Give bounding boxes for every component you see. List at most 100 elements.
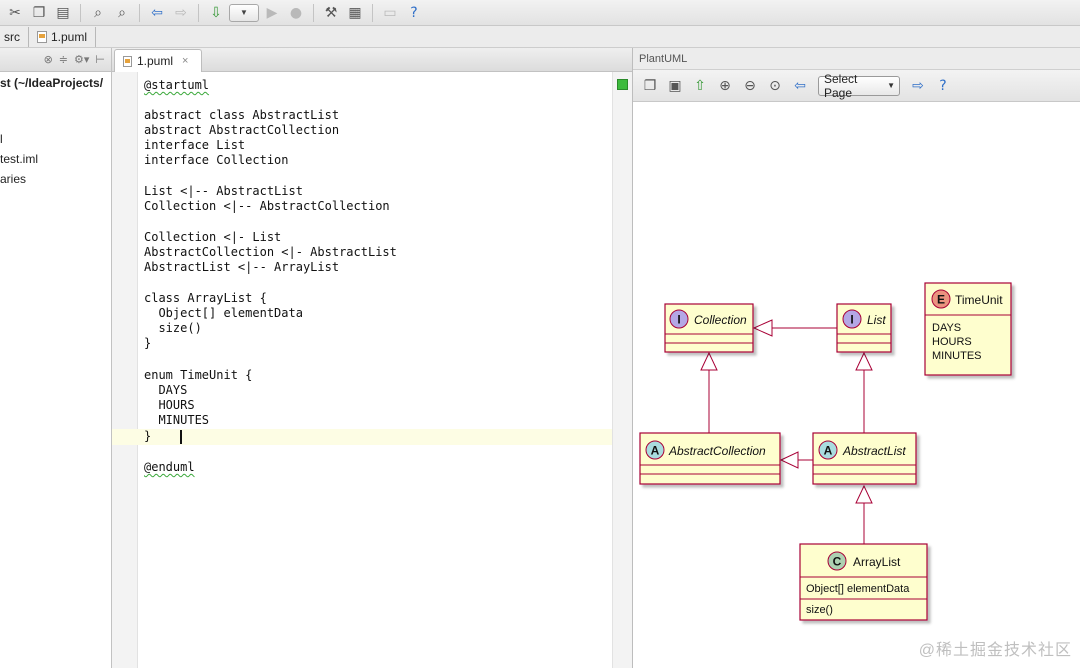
tree-item[interactable]: l (0, 132, 3, 146)
build-icon[interactable]: ⇩ (210, 4, 222, 21)
code-editor[interactable] (138, 72, 612, 668)
project-panel-header: ⊗ ≑ ⚙▾ ⊢ (0, 48, 111, 72)
run-config-combo[interactable]: ▼ (229, 3, 259, 22)
copy-image-icon[interactable]: ❐ (643, 77, 657, 94)
uml-class-arraylist[interactable]: C ArrayList Object[] elementData size() (799, 543, 928, 621)
relation-abstractcollection-collection (700, 351, 718, 433)
code-line: @enduml (144, 460, 195, 474)
toolbar-separator (313, 3, 314, 22)
breadcrumb-item-file[interactable]: 1.puml (33, 26, 97, 47)
plantuml-toolbar: ❐ ▣ ⇧ ⊕ ⊖ ⊙ ⇦ Select Page ▼ ⇨ ? (633, 70, 1080, 102)
code-line: abstract AbstractCollection (144, 123, 340, 137)
text-caret (180, 430, 182, 444)
code-line: size() (144, 321, 202, 335)
enum-value: DAYS (932, 322, 961, 334)
copy-icon[interactable]: ❐ (32, 4, 46, 21)
class-name: Collection (694, 313, 747, 327)
class-field: Object[] elementData (806, 583, 910, 595)
class-name: AbstractCollection (668, 444, 766, 458)
class-name: AbstractList (842, 444, 906, 458)
abstract-badge-icon (645, 440, 665, 460)
badge-letter: I (850, 313, 853, 327)
forward-icon[interactable]: ⇨ (175, 4, 187, 21)
breadcrumb-item-src[interactable]: src (0, 26, 29, 47)
current-line-highlight (112, 429, 612, 445)
paste-icon[interactable]: ▤ (56, 4, 70, 21)
class-badge-icon (827, 551, 847, 571)
interface-badge-icon (669, 309, 689, 329)
collapse-all-icon[interactable]: ≑ (58, 53, 69, 66)
uml-enum-timeunit[interactable]: E TimeUnit DAYS HOURS MINUTES (924, 282, 1012, 376)
select-page-dropdown[interactable]: Select Page ▼ (818, 72, 900, 100)
uml-abstract-abstractcollection[interactable]: A AbstractCollection (639, 432, 781, 485)
find-icon[interactable]: ⌕ (94, 4, 102, 21)
code-line: class ArrayList { (144, 291, 267, 305)
export-icon[interactable]: ⇧ (694, 77, 706, 94)
zoom-actual-icon[interactable]: ⊙ (769, 77, 781, 94)
code-line: interface List (144, 138, 246, 152)
help-icon[interactable]: ? (410, 4, 418, 21)
enum-badge-icon (931, 289, 951, 309)
class-name: List (867, 313, 886, 327)
class-name: ArrayList (853, 555, 901, 569)
save-icon[interactable]: ▣ (668, 77, 682, 94)
plantuml-panel-title: PlantUML (633, 48, 1080, 70)
close-tab-icon[interactable]: × (182, 55, 189, 67)
toolbar-separator (139, 3, 140, 22)
chevron-down-icon: ▼ (887, 81, 895, 90)
help-icon[interactable]: ? (939, 77, 947, 94)
class-name: TimeUnit (955, 293, 1003, 307)
badge-letter: E (937, 293, 945, 307)
uml-class-diagram: I Collection I List E TimeUnit DAYS HOUR… (639, 282, 1012, 621)
code-line: } (144, 336, 152, 350)
badge-letter: I (677, 313, 680, 327)
run-icon[interactable]: ▶ (266, 4, 278, 21)
enum-value: HOURS (932, 336, 972, 348)
tree-item-libraries[interactable]: aries (0, 172, 27, 186)
code-line: HOURS (144, 398, 195, 412)
watermark: @稀土掘金技术社区 (918, 642, 1072, 659)
abstract-badge-icon (818, 440, 838, 460)
code-line: AbstractList <|-- ArrayList (144, 260, 340, 274)
code-line: List <|-- AbstractList (144, 184, 303, 198)
relation-arraylist-abstractlist (855, 484, 873, 544)
replace-icon[interactable]: ⌕ (118, 4, 126, 21)
code-line: } (144, 429, 152, 443)
cut-icon[interactable]: ✂ (9, 4, 21, 21)
uml-interface-collection[interactable]: I Collection (664, 303, 754, 353)
puml-file-icon (123, 55, 132, 67)
status-ok-icon[interactable] (617, 79, 628, 90)
zoom-in-icon[interactable]: ⊕ (719, 77, 731, 94)
toolbar-separator (372, 3, 373, 22)
code-line: Object[] elementData (144, 306, 303, 320)
editor-gutter (112, 72, 138, 668)
tree-item-project[interactable]: st (~/IdeaProjects/ (0, 76, 104, 90)
back-icon[interactable]: ⇦ (151, 4, 163, 21)
close-panel-icon[interactable]: ⊗ (43, 53, 53, 66)
previous-page-icon[interactable]: ⇦ (794, 77, 806, 94)
main-toolbar: ✂ ❐ ▤ ⌕ ⌕ ⇦ ⇨ ⇩ ▼ ▶ ● ⚒ ▦ ▭ ? (0, 0, 1080, 26)
hide-panel-icon[interactable]: ⊢ (95, 53, 105, 66)
uml-interface-list[interactable]: I List (836, 303, 892, 353)
code-line: Collection <|-- AbstractCollection (144, 199, 390, 213)
structure-icon[interactable]: ▦ (348, 4, 362, 21)
breadcrumb-label: 1.puml (51, 29, 88, 44)
badge-letter: A (824, 444, 833, 458)
gear-icon[interactable]: ⚙▾ (74, 53, 90, 66)
settings-icon[interactable]: ⚒ (324, 4, 338, 21)
stop-icon[interactable]: ● (289, 4, 303, 21)
tree-item-iml[interactable]: test.iml (0, 152, 39, 166)
code-line: enum TimeUnit { (144, 368, 253, 382)
editor-error-stripe (612, 72, 632, 668)
interface-badge-icon (842, 309, 862, 329)
uml-abstract-abstractlist[interactable]: A AbstractList (812, 432, 917, 485)
tab-1-puml[interactable]: 1.puml × (114, 49, 202, 72)
vcs-icon[interactable]: ▭ (383, 4, 397, 21)
editor-tab-bar: 1.puml × (112, 48, 632, 72)
class-method: size() (806, 604, 833, 616)
zoom-out-icon[interactable]: ⊖ (744, 77, 756, 94)
puml-file-icon (37, 30, 47, 43)
next-page-icon[interactable]: ⇨ (912, 77, 924, 94)
breadcrumb-label: src (4, 29, 20, 44)
